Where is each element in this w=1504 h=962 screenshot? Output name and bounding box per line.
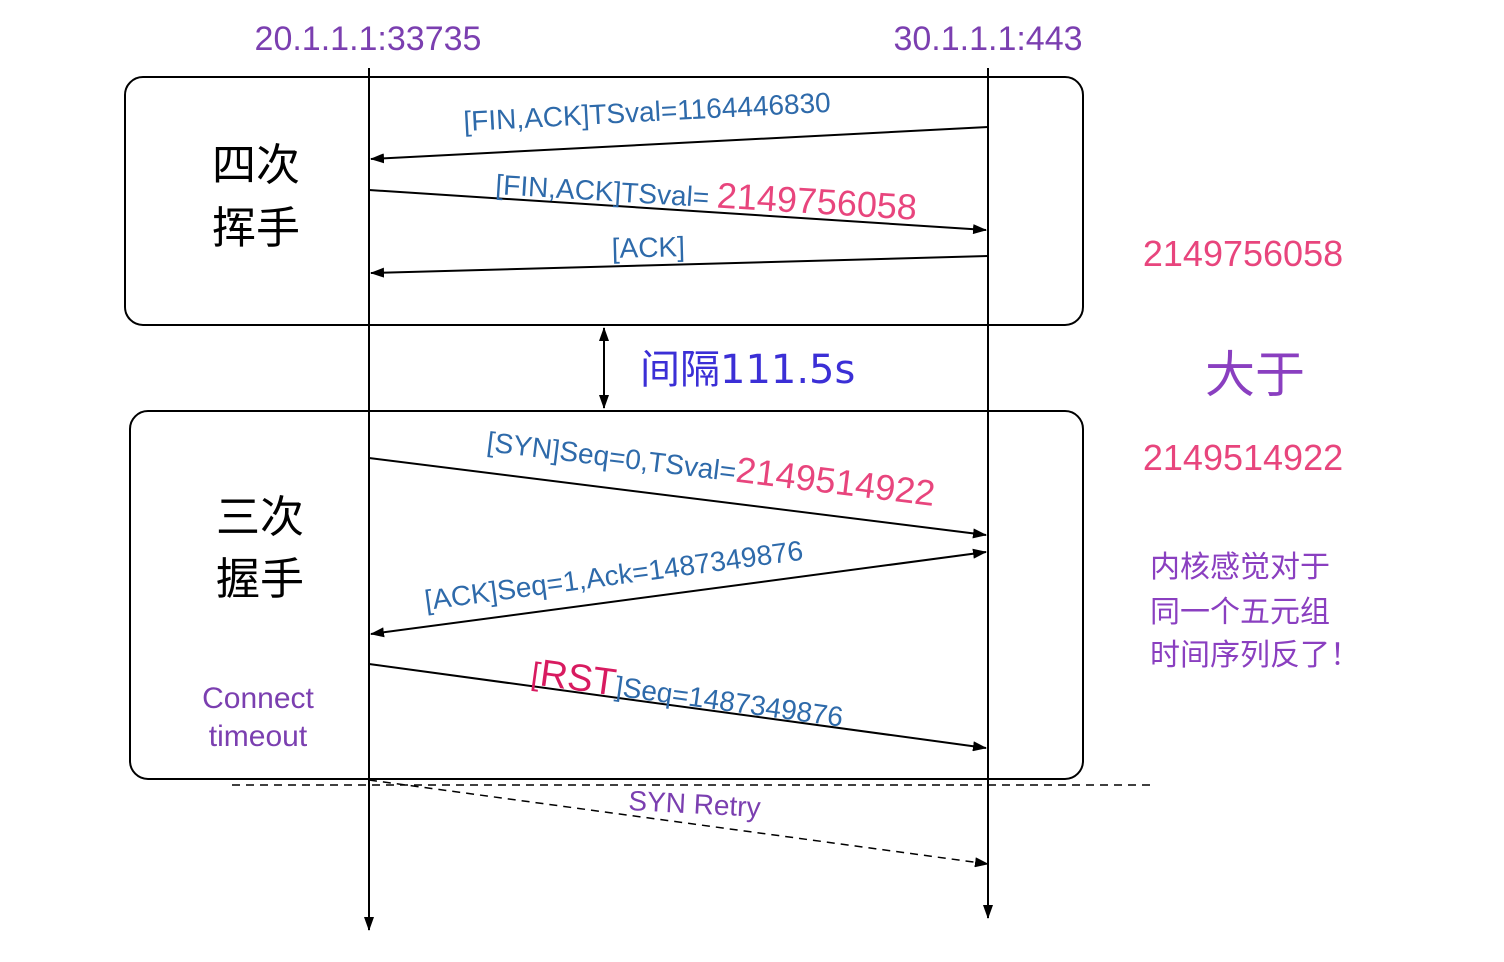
client-host-label: 20.1.1.1:33735 xyxy=(255,20,482,58)
syn-retry-label: SYN Retry xyxy=(628,785,762,823)
kernel-note-line3: 时间序列反了！ xyxy=(1150,638,1360,673)
fin-ack-server-arrow xyxy=(370,126,989,164)
connect-timeout-line1: Connect xyxy=(202,682,314,715)
rst-label: [RST]Seq=1487349876 xyxy=(529,651,846,735)
syn-label: [SYN]Seq=0,TSval=2149514922 xyxy=(485,418,937,514)
kernel-note-line1: 内核感觉对于 xyxy=(1150,550,1330,585)
rst-flag: RST xyxy=(538,653,619,705)
connect-timeout-line2: timeout xyxy=(209,720,308,753)
server-host-label: 30.1.1.1:443 xyxy=(893,20,1082,58)
syn-label-prefix: [SYN]Seq=0,TSval= xyxy=(485,426,737,487)
three-way-label-line1: 三次 xyxy=(216,492,304,543)
syn-retry-arrow xyxy=(368,779,989,868)
kernel-note-line2: 同一个五元组 xyxy=(1150,595,1330,630)
ack-server-arrow xyxy=(370,255,989,278)
fin-ack-client-prefix: [FIN,ACK]TSval= xyxy=(495,169,718,213)
tsval-older-value: 2149514922 xyxy=(1143,437,1343,478)
fin-ack-client-arrow xyxy=(368,189,987,235)
four-way-label-line1: 四次 xyxy=(212,140,300,191)
three-way-label-line2: 握手 xyxy=(216,554,304,605)
syn-tsval: 2149514922 xyxy=(734,449,938,514)
rst-suffix: ]Seq=1487349876 xyxy=(613,671,845,733)
ack-seq-label: [ACK]Seq=1,Ack=1487349876 xyxy=(423,535,805,616)
fin-ack-client-tsval: 2149756058 xyxy=(716,175,918,228)
syn-arrow xyxy=(368,457,987,539)
four-way-handshake-box xyxy=(124,76,1084,326)
ack-server-label: [ACK] xyxy=(611,231,685,264)
fin-ack-server-label: [FIN,ACK]TSval=1164446830 xyxy=(463,87,832,137)
relation-greater-than: 大于 xyxy=(1205,346,1305,404)
ack-seq-arrow xyxy=(370,548,987,638)
four-way-label-line2: 挥手 xyxy=(212,203,300,254)
fin-ack-client-label: [FIN,ACK]TSval= 2149756058 xyxy=(495,161,919,228)
gap-label: 间隔111.5s xyxy=(640,347,855,393)
tsval-newer-value: 2149756058 xyxy=(1143,233,1343,274)
rst-arrow xyxy=(368,663,987,752)
three-way-handshake-box xyxy=(129,410,1084,780)
